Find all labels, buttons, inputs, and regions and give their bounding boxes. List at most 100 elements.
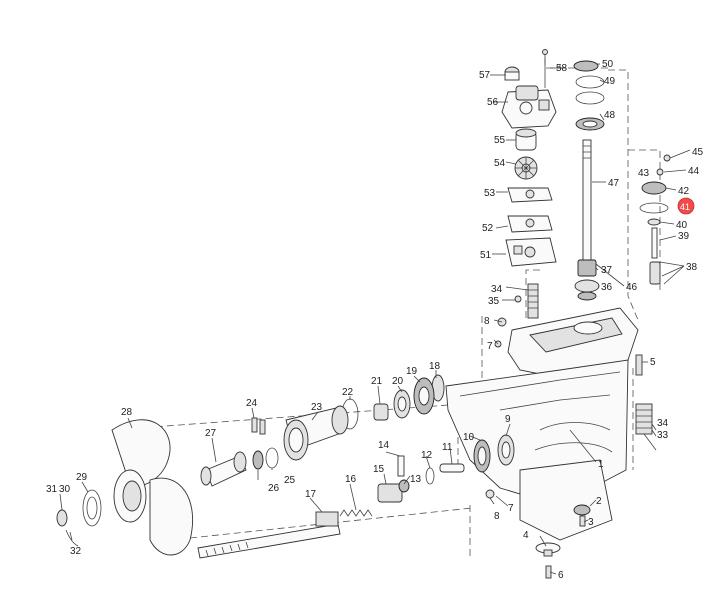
- part-label-49: 49: [604, 76, 616, 87]
- part-label-45: 45: [692, 147, 704, 158]
- part-label-53: 53: [484, 188, 496, 199]
- water-tube-34: [527, 283, 539, 319]
- part-label-9: 9: [505, 414, 511, 425]
- part-label-18: 18: [429, 361, 441, 372]
- screw-5: [635, 354, 643, 376]
- part-label-55: 55: [494, 135, 506, 146]
- pump-base-51: [505, 237, 557, 267]
- part-label-4: 4: [523, 530, 529, 541]
- part-label-8a: 8: [484, 316, 490, 327]
- part-label-25: 25: [284, 475, 296, 486]
- part-label-15: 15: [373, 464, 385, 475]
- gear-18-19-20: [393, 374, 445, 419]
- part-label-28: 28: [121, 407, 133, 418]
- part-label-12: 12: [421, 450, 433, 461]
- pin-14: [397, 455, 405, 477]
- pump-cap: [504, 66, 520, 81]
- propeller-28: [111, 419, 194, 556]
- washer-29: [82, 489, 102, 527]
- trim-tab-2: [573, 504, 591, 527]
- part-label-3: 3: [588, 517, 594, 528]
- nut-30-31-32: [56, 509, 79, 547]
- bolt-24: [251, 417, 266, 435]
- bearing-50: [573, 60, 599, 72]
- pump-liner: [515, 128, 537, 151]
- part-label-16: 16: [345, 474, 357, 485]
- part-label-13: 13: [410, 474, 422, 485]
- part-label-52: 52: [482, 223, 494, 234]
- part-label-34b: 34: [657, 418, 669, 429]
- washer-12: [425, 467, 435, 485]
- spring-16: [339, 509, 373, 517]
- part-label-8b: 8: [494, 511, 500, 522]
- pump-plate-53: [507, 187, 553, 203]
- part-label-27: 27: [205, 428, 217, 439]
- part-label-32: 32: [70, 546, 82, 557]
- part-label-2: 2: [596, 496, 602, 507]
- part-label-56: 56: [487, 97, 499, 108]
- part-label-47: 47: [608, 178, 620, 189]
- part-label-57: 57: [479, 70, 491, 81]
- bearing-10: [473, 439, 491, 473]
- bearing-36: [574, 279, 600, 301]
- part-label-34a: 34: [491, 284, 503, 295]
- part-label-44: 44: [688, 166, 700, 177]
- part-label-1: 1: [598, 459, 604, 470]
- part-label-7a: 7: [487, 341, 493, 352]
- highlight-marker: [677, 197, 695, 215]
- part-label-29: 29: [76, 472, 88, 483]
- part-label-38: 38: [686, 262, 698, 273]
- part-label-43: 43: [638, 168, 650, 179]
- pump-gasket-52: [507, 215, 553, 233]
- pinion-gear-37: [577, 259, 597, 277]
- part-label-26: 26: [268, 483, 280, 494]
- part-label-23: 23: [311, 402, 323, 413]
- part-label-36: 36: [601, 282, 613, 293]
- cap-4: [535, 542, 561, 579]
- part-label-20: 20: [392, 376, 404, 387]
- part-label-10: 10: [463, 432, 475, 443]
- shift-rod-parts: [639, 154, 671, 285]
- part-label-46: 46: [626, 282, 638, 293]
- drive-shaft-47: [582, 139, 592, 261]
- part-label-42: 42: [678, 186, 690, 197]
- part-label-11: 11: [442, 442, 453, 453]
- thrust-hub-27: [200, 451, 247, 487]
- drive-shaft-stud-58: [542, 49, 548, 88]
- bearing-carrier-23: [283, 405, 349, 461]
- part-label-48: 48: [604, 110, 616, 121]
- part-label-7b: 7: [508, 503, 514, 514]
- part-labels: 1 2 3 4 5 6 7 7 8 8 9 10 11 12 13 14 15 …: [46, 59, 704, 581]
- part-label-35: 35: [488, 296, 500, 307]
- anode-34-33: [635, 403, 657, 451]
- leader-lines: [59, 63, 691, 575]
- part-label-41: 41: [680, 202, 690, 212]
- bearing-9: [497, 434, 515, 466]
- shim-11: [439, 463, 465, 473]
- part-label-22: 22: [342, 387, 354, 398]
- bearing-21: [373, 403, 389, 421]
- part-label-5: 5: [650, 357, 656, 368]
- part-label-40: 40: [676, 220, 688, 231]
- part-label-54: 54: [494, 158, 506, 169]
- part-label-39: 39: [678, 231, 690, 242]
- o-ring-49: [575, 75, 605, 105]
- seal-25-26: [252, 447, 279, 470]
- part-label-19: 19: [406, 366, 418, 377]
- part-label-50: 50: [602, 59, 614, 70]
- part-label-14: 14: [378, 440, 390, 451]
- screw-35: [514, 295, 522, 303]
- part-label-37: 37: [601, 265, 613, 276]
- part-label-51: 51: [480, 250, 492, 261]
- part-label-21: 21: [371, 376, 383, 387]
- gearcase-housing: [445, 307, 639, 541]
- propeller-shaft-17: [197, 511, 341, 559]
- part-label-30: 30: [59, 484, 71, 495]
- part-label-33: 33: [657, 430, 669, 441]
- part-label-31: 31: [46, 484, 58, 495]
- part-label-24: 24: [246, 398, 258, 409]
- part-label-6: 6: [558, 570, 564, 581]
- part-label-58: 58: [556, 63, 568, 74]
